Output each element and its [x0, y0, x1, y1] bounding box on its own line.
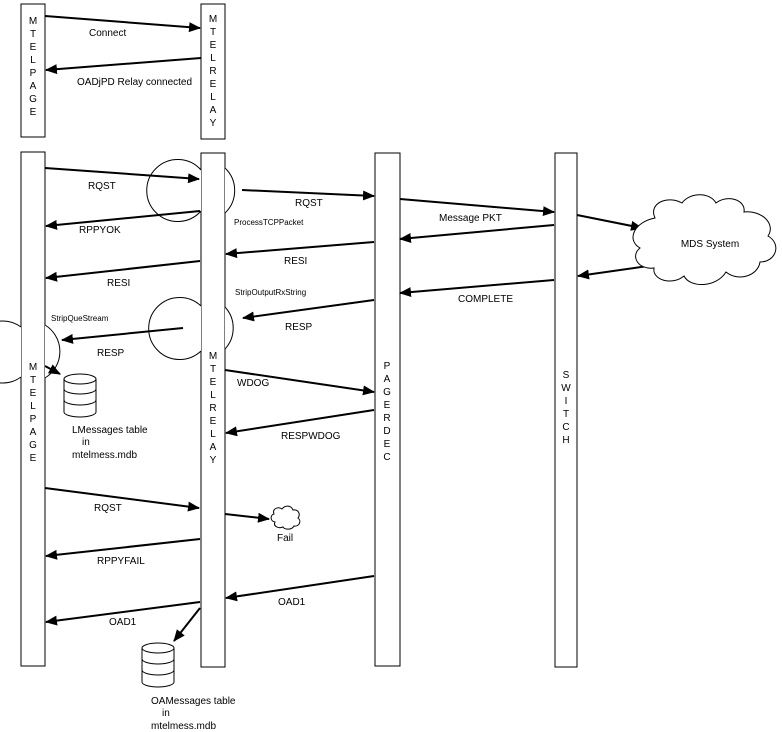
arrow-resp-2	[61, 327, 184, 344]
msg-rqst-1: RQST	[88, 181, 116, 192]
arrow-wdog	[224, 369, 375, 396]
msg-resp-1: RESP	[285, 322, 313, 333]
lifeline-switch	[554, 152, 578, 668]
msg-rppyok: RPPYOK	[79, 225, 121, 236]
lmessages-database-icon	[63, 373, 97, 418]
arrow-rqst-1	[44, 167, 200, 184]
msg-respwdog: RESPWDOG	[281, 431, 341, 442]
msg-rqst-2: RQST	[295, 198, 323, 209]
arrow-message-pkt	[399, 198, 555, 217]
arrow-connect	[44, 15, 201, 33]
arrow-rqst-3	[44, 487, 200, 512]
process-circle-stripque-left	[0, 320, 22, 384]
arrow-to-lmessages	[44, 364, 61, 375]
lmessages-line2: in	[82, 437, 90, 448]
mds-system-cloud: MDS System	[632, 194, 777, 285]
msg-resi-1: RESI	[284, 256, 307, 267]
fail-cloud	[270, 505, 301, 530]
arrow-respwdog	[225, 409, 375, 437]
arrow-switch-to-pagerdec	[399, 224, 555, 243]
fail-label: Fail	[277, 533, 293, 544]
process-label-stripoutputrxstring: StripOutputRxString	[235, 288, 306, 297]
process-label-processtcppacket: ProcessTCPPacket	[234, 218, 304, 227]
oamessages-line2: in	[162, 708, 170, 719]
oamessages-line3: mtelmess.mdb	[151, 721, 216, 732]
msg-oad-relay-connected: OADjPD Relay connected	[77, 77, 192, 88]
arrow-to-oamessages	[173, 607, 201, 642]
lmessages-line1: LMessages table	[72, 425, 148, 436]
msg-complete: COMPLETE	[458, 294, 513, 305]
arrow-mds-to-switch	[577, 265, 649, 280]
arrow-rppyfail	[45, 538, 201, 560]
process-circle-processtcppacket	[146, 159, 202, 222]
process-circle-stripoutput-right	[224, 306, 234, 350]
process-label-stripquestream: StripQueStream	[51, 314, 109, 323]
lifeline-mtelpage	[20, 151, 46, 667]
arrow-oad-relay-connected	[45, 57, 202, 75]
oamessages-database-icon	[141, 642, 175, 688]
lifeline-mtelrelay	[200, 152, 226, 668]
msg-oad1-b: OAD1	[109, 617, 137, 628]
lmessages-line3: mtelmess.mdb	[72, 450, 137, 461]
msg-connect: Connect	[89, 28, 126, 39]
lifeline-pagerdec	[374, 152, 401, 667]
msg-rqst-3: RQST	[94, 503, 122, 514]
arrow-switch-to-mds	[576, 214, 643, 231]
oamessages-line1: OAMessages table	[151, 696, 236, 707]
msg-rppyfail: RPPYFAIL	[97, 556, 145, 567]
msg-message-pkt: Message PKT	[439, 213, 502, 224]
arrow-complete	[399, 279, 555, 298]
arrow-resp-1	[242, 299, 375, 322]
msg-oad1-a: OAD1	[278, 597, 306, 608]
arrow-resi-2	[45, 260, 201, 282]
msg-resp-2: RESP	[97, 348, 125, 359]
mds-system-label: MDS System	[681, 239, 739, 250]
arrow-oad1-a	[225, 575, 375, 602]
arrow-rqst-2	[241, 189, 375, 201]
arrow-rppyok	[45, 210, 201, 230]
msg-resi-2: RESI	[107, 278, 130, 289]
arrow-resi-1	[225, 241, 375, 259]
arrow-fail	[224, 512, 270, 523]
process-circle-processtcppacket-right	[224, 167, 236, 214]
msg-wdog: WDOG	[237, 378, 269, 389]
arrow-oad1-b	[45, 601, 201, 626]
